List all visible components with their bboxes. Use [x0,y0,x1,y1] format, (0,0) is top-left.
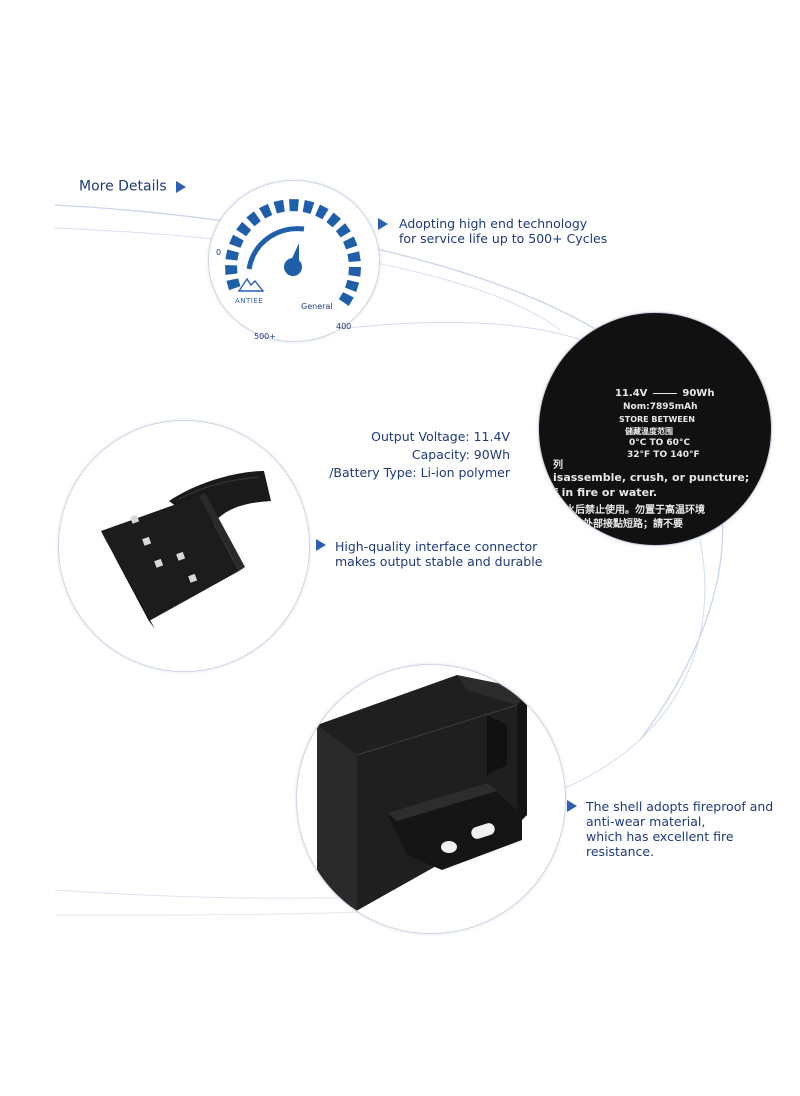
gauge-zero-label: 0 [216,248,222,257]
gauge-segment [229,234,244,248]
label-cn3: 電池外部接點短路；請不要 [563,519,683,530]
gauge-segment [345,279,360,293]
cycles-line-2: for service life up to 500+ Cycles [399,231,608,246]
gauge-circle: ANTIEE General [208,180,380,342]
gauge-dial: ANTIEE General [225,199,361,311]
shell-line-1: The shell adopts fireproof and [586,799,774,814]
more-details-label: More Details [79,178,167,195]
shell-image [317,675,527,933]
label-temp-c: 0°C TO 60°C [629,438,691,448]
arrow-right-icon [316,539,326,551]
gauge-segment [343,236,358,250]
shell-line-2: anti-wear material, [586,814,706,829]
gauge-500-label: 500+ [254,332,276,341]
shell-caption: The shell adopts fireproof and anti-wear… [586,799,800,859]
gauge-segment [347,251,361,263]
label-store: STORE BETWEEN [619,415,695,424]
gauge-segment [289,199,299,212]
gauge-segment [259,203,273,219]
specs-caption: Output Voltage: 11.4V Capacity: 90Wh /Ba… [300,428,510,482]
label-cn2: 浸水后禁止使用。勿置于高温环境 [555,505,705,516]
gauge-segment [335,223,351,238]
connector-circle [58,420,310,672]
battery-label-circle: 11.4V 90Wh Nom:7895mAh STORE BETWEEN 儲藏溫… [538,312,772,546]
connector-pin [142,536,152,546]
gauge-segment [246,211,261,227]
connector-pin [130,514,140,524]
gauge-segment [302,200,315,214]
gauge-segment [348,267,361,277]
connector-line-1: High-quality interface connector [335,539,538,554]
connector-caption: High-quality interface connector makes o… [335,539,542,569]
connector-image [101,471,271,629]
label-warn-2: f in fire or water. [553,486,658,499]
connector-pin [176,551,186,561]
gauge-segment [225,265,238,275]
label-nom: Nom:7895mAh [623,402,698,412]
shell-circle [296,664,566,934]
gauge-segment [225,249,239,261]
arrow-right-icon [175,180,186,193]
label-partial-cn: 列 [553,460,563,471]
brand-logo-text: ANTIEE [235,297,263,305]
gauge-segment [338,292,354,306]
cycles-line-1: Adopting high end technology [399,216,588,231]
connector-pin [188,573,198,583]
gauge-segment [326,212,342,228]
gauge-segment [315,204,329,220]
mountain-logo-icon [237,277,265,292]
shell-line-3: which has excellent fire resistance. [586,829,734,859]
connector-line-2: makes output stable and durable [335,554,543,569]
gauge-400-label: 400 [336,322,352,331]
arrow-right-icon [378,218,388,230]
gauge-segment [273,199,285,214]
gauge-segment [236,221,252,237]
label-volt: 11.4V 90Wh [615,388,715,399]
label-warn-1: isassemble, crush, or puncture; [553,471,750,484]
gauge-segment [226,278,241,291]
cycles-caption: Adopting high end technology for service… [399,216,607,246]
connector-pin [154,558,164,568]
spec-capacity: Capacity: 90Wh [411,447,510,462]
label-temp-f: 32°F TO 140°F [627,450,700,460]
arrow-right-icon [567,800,577,812]
gauge-general-label: General [301,302,333,311]
more-details-link[interactable]: More Details [79,176,186,195]
label-cn1: 儲藏溫度范围 [625,427,673,436]
spec-voltage: Output Voltage: 11.4V [371,429,510,444]
spec-type: /Battery Type: Li-ion polymer [329,465,510,480]
